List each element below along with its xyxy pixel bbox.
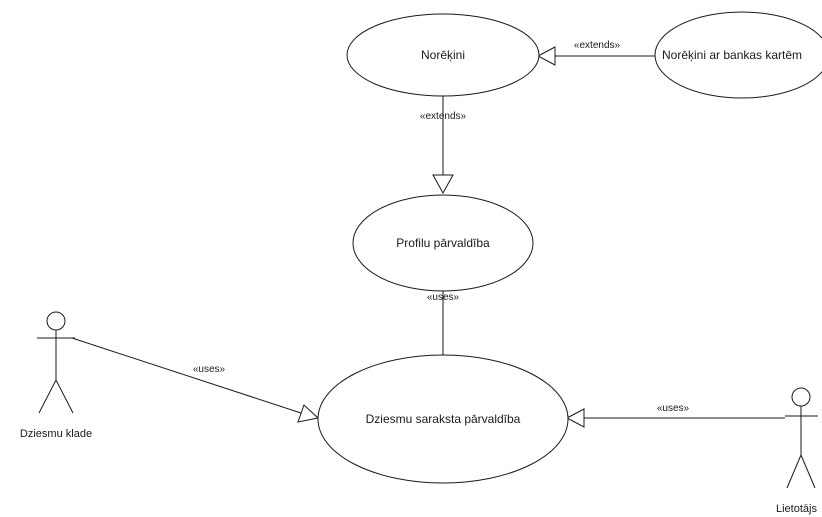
extends-bank-arrowhead <box>536 46 556 66</box>
uses-profile-label: «uses» <box>427 292 460 303</box>
uses-lietotajs-link <box>565 408 785 428</box>
uses-klade-line <box>71 337 302 414</box>
use-case-profilu[interactable]: Profilu pārvaldība <box>352 194 534 292</box>
use-case-dziesmu-label: Dziesmu saraksta pārvaldība <box>366 412 521 426</box>
uses-lietotajs-label: «uses» <box>657 403 690 414</box>
uses-lietotajs-arrowhead <box>565 408 585 428</box>
actor-lietotajs-label: Lietotājs <box>776 503 817 515</box>
use-case-norekini-bankas-ellipse <box>654 11 822 99</box>
extends-profile-label: «extends» <box>420 111 467 122</box>
extends-bank-label: «extends» <box>574 40 621 51</box>
use-case-profilu-label: Profilu pārvaldība <box>396 236 490 250</box>
actor-dziesmu-klade[interactable]: Dziesmu klade <box>20 311 92 440</box>
actor-figure-icon <box>785 387 818 489</box>
use-case-norekini-label: Norēķini <box>421 48 465 62</box>
extends-bank-to-norekini-link <box>536 46 655 66</box>
use-case-norekini[interactable]: Norēķini <box>346 13 540 97</box>
uses-klade-arrowhead <box>297 404 320 423</box>
extends-profile-link <box>432 96 454 195</box>
use-case-dziesmu[interactable]: Dziesmu saraksta pārvaldība <box>317 354 569 484</box>
actor-figure-icon <box>37 311 75 414</box>
use-case-norekini-bankas[interactable]: Norēķini ar bankas kartēm <box>654 11 822 99</box>
use-case-norekini-ellipse <box>346 13 540 97</box>
uses-klade-link <box>71 337 320 423</box>
use-case-dziesmu-ellipse <box>317 354 569 484</box>
actor-dziesmu-klade-label: Dziesmu klade <box>20 428 92 440</box>
extends-profile-arrowhead <box>432 174 454 195</box>
uses-klade-label: «uses» <box>193 364 226 375</box>
actor-lietotajs[interactable]: Lietotājs <box>776 387 818 515</box>
use-case-norekini-bankas-label: Norēķini ar bankas kartēm <box>662 48 802 62</box>
use-case-profilu-ellipse <box>352 194 534 292</box>
